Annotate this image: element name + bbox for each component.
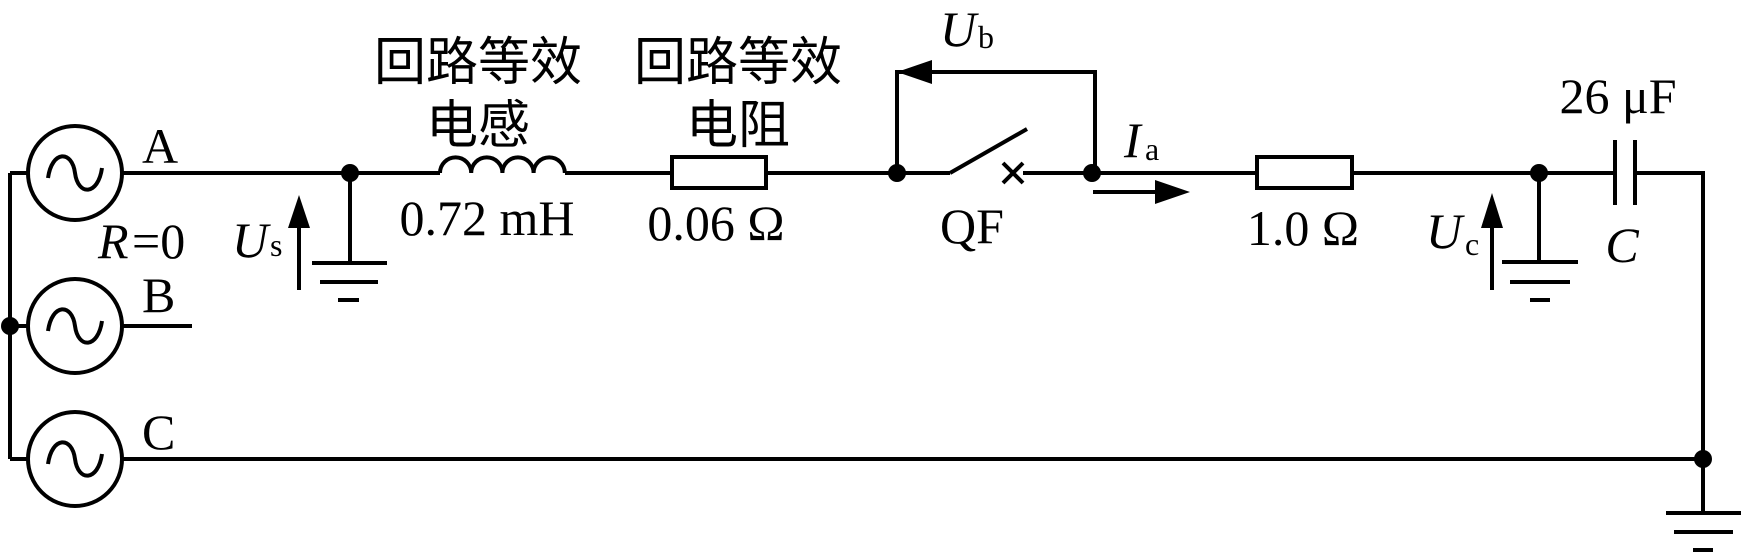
inductor-icon [438,155,567,174]
inductor-value: 0.72 mH [400,190,575,246]
breaker-label: QF [940,198,1004,254]
resistance-symbol: R [97,213,129,269]
capacitor-value: 26 μF [1559,68,1676,124]
ac-sine-icon [46,307,104,345]
ground-icon [1502,173,1578,302]
ground-node [1694,450,1712,468]
phase-a-label: A [142,118,178,174]
uc-subscript: c [1465,226,1479,262]
us-symbol: U [232,212,271,268]
ub-loop [895,70,1097,173]
ub-symbol: U [940,1,979,57]
resistor-title-line2: 电阻 [686,96,790,156]
ub-subscript: b [978,19,994,55]
resistor-title-line1: 回路等效 [634,33,842,93]
ia-symbol: I [1123,112,1143,168]
ia-subscript: a [1145,131,1159,167]
switch-blade-icon [949,127,1028,175]
source-c [26,410,124,508]
ground-icon [1666,511,1741,552]
ground-icon [312,173,387,302]
ac-sine-icon [46,440,104,478]
phase-c-label: C [142,404,175,460]
arrow-up-icon [288,195,310,228]
uc-symbol: U [1426,203,1465,259]
source-b [26,277,124,375]
arrow-left-icon [897,60,932,84]
source-a [26,124,124,222]
line-resistor-icon [670,155,768,190]
breaker-x-icon [1001,161,1025,185]
us-subscript: s [270,227,282,263]
capacitor-icon [1613,140,1637,205]
load-resistor-icon [1255,155,1354,190]
load-resistor-value: 1.0 Ω [1247,200,1359,256]
arrow-right-icon [1155,180,1190,204]
phase-b-label: B [142,267,175,323]
ac-sine-icon [46,154,104,192]
line-resistor-value: 0.06 Ω [647,195,784,251]
capacitor-symbol: C [1605,217,1639,273]
inductor-title-line2: 电感 [426,96,530,156]
arrow-up-icon [1481,193,1503,228]
neutral-node [1,317,19,335]
inductor-title-line1: 回路等效 [374,33,582,93]
resistance-value: =0 [132,213,185,269]
